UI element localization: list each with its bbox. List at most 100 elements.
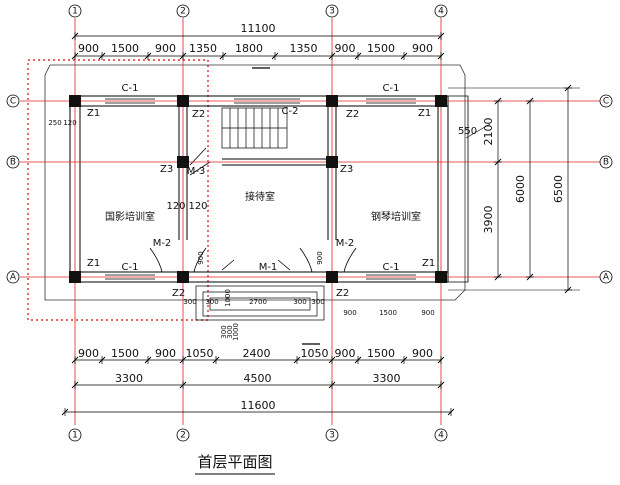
small-dim-120-a: 120: [166, 201, 185, 212]
small-dim-120-left: 120: [63, 119, 76, 127]
grid-bubble-left-C-circle: [6, 94, 20, 108]
grid-bubble-bottom-4-circle: [434, 428, 448, 442]
column-label-6: Z3: [340, 164, 353, 175]
grid-bubble-right-C-circle: [599, 94, 613, 108]
dim-bottom-row1-label-1: 900: [78, 347, 99, 360]
small-dim-door-900-left: 900: [197, 251, 205, 264]
door-label-1: M-3: [187, 166, 206, 177]
dim-right-small-leader: [465, 123, 491, 139]
dim-bottom-row1-slash-3: [179, 356, 187, 364]
dim-bottom-row1-label-2: 1500: [111, 347, 139, 360]
column-label-7: Z1: [87, 258, 100, 269]
dim-bottom-row2-label-3: 3300: [373, 372, 401, 385]
column-label-9: Z2: [336, 288, 349, 299]
dim-top-row2-slash-0: [71, 52, 79, 60]
dim-right-inner-label-1: 2100: [482, 118, 495, 146]
room-label-2: 接待室: [245, 190, 275, 203]
grid-bubble-right-A-circle: [599, 270, 613, 284]
dim-bottom-row1-slash-2: [144, 356, 152, 364]
grid-bubble-bottom-4: 4: [438, 431, 444, 441]
dim-right-mid-slash-0: [526, 97, 534, 105]
small-dim-door-900-right: 900: [316, 251, 324, 264]
dim-top-row2-label-6: 1350: [290, 42, 318, 55]
dim-bottom-row1-slash-1: [98, 356, 106, 364]
dim-bottom-overall-label-1: 11600: [241, 399, 276, 412]
column-label-4: Z1: [418, 108, 431, 119]
grid-bubble-bottom-1-circle: [68, 428, 82, 442]
dim-bottom-row1-slash-9: [437, 356, 445, 364]
grid-bubble-bottom-1: 1: [72, 431, 78, 441]
dim-right-small-label: 550: [458, 126, 477, 137]
column-5: [177, 156, 189, 168]
entry-dim-2: 300: [205, 298, 218, 306]
small-dim-250: 250: [48, 119, 61, 127]
dim-top-row2-label-2: 1500: [111, 42, 139, 55]
column-6: [326, 156, 338, 168]
column-label-8: Z2: [172, 288, 185, 299]
entry-dim-5: 300: [311, 298, 324, 306]
door-label-3: M-2: [336, 238, 355, 249]
grid-bubble-right-B-circle: [599, 155, 613, 169]
entry-dim-4: 300: [293, 298, 306, 306]
dim-bottom-row1-slash-4: [212, 356, 220, 364]
dim-top-overall-label-1: 11100: [241, 22, 276, 35]
entry-dim-3: 2700: [249, 298, 267, 306]
plinth-outline: [44, 64, 466, 301]
dim-bottom-row1-slash-7: [354, 356, 362, 364]
dim-bottom-row1-label-7: 900: [335, 347, 356, 360]
grid-bubble-bottom-3-circle: [325, 428, 339, 442]
dim-right-overall-label-1: 6500: [552, 175, 565, 203]
entrance-steps: [195, 285, 325, 321]
dim-bottom-row2-slash-1: [179, 381, 187, 389]
column-label-3: Z2: [346, 109, 359, 120]
grid-bubble-left-A: A: [10, 273, 17, 283]
dim-bottom-row1-slash-6: [328, 356, 336, 364]
column-10: [435, 271, 447, 283]
column-1: [69, 95, 81, 107]
column-label-5: Z3: [160, 164, 173, 175]
dim-top-row2-slash-6: [328, 52, 336, 60]
dim-bottom-row1-label-9: 900: [412, 347, 433, 360]
drawing-title: 首层平面图: [197, 453, 272, 471]
grid-bubble-bottom-2-circle: [176, 428, 190, 442]
door-label-2: M-2: [153, 238, 172, 249]
dim-top-overall-slash-1: [437, 32, 445, 40]
column-9: [326, 271, 338, 283]
grid-bubble-top-4-circle: [434, 4, 448, 18]
dim-bottom-row2-label-1: 3300: [115, 372, 143, 385]
dim-bottom-overall-slash-1: [447, 408, 455, 416]
dim-bottom-row1-label-6: 1050: [301, 347, 329, 360]
door-label-4: M-1: [259, 262, 278, 273]
step-dim-3: 1000: [232, 323, 240, 341]
grid-bubble-bottom-3: 3: [329, 431, 335, 441]
dim-bottom-row2-slash-2: [328, 381, 336, 389]
grid-bubble-left-B: B: [10, 158, 16, 168]
window-label-5: C-2: [282, 106, 299, 117]
walls: [69, 95, 449, 283]
grid-bubble-left-C: C: [10, 97, 16, 107]
window-label-4: C-1: [383, 262, 400, 273]
window-label-3: C-1: [122, 262, 139, 273]
entry-dim-1: 300: [183, 298, 196, 306]
dim-top-row2-label-9: 900: [412, 42, 433, 55]
step-dim-1: 300: [220, 325, 228, 338]
grid-bubble-bottom-2: 2: [180, 431, 186, 441]
section-arrows: [252, 67, 320, 345]
grid-bubble-top-1: 1: [72, 7, 78, 17]
column-4: [435, 95, 447, 107]
dim-top-row2-slash-7: [354, 52, 362, 60]
dim-right-inner-label-2: 3900: [482, 206, 495, 234]
column-label-10: Z1: [422, 258, 435, 269]
column-7: [69, 271, 81, 283]
dim-right-mid-slash-1: [526, 273, 534, 281]
grid-bubble-left-B-circle: [6, 155, 20, 169]
grid-bubble-top-3: 3: [329, 7, 335, 17]
grid-bubble-top-2-circle: [176, 4, 190, 18]
staircase: [221, 107, 288, 149]
dim-right-inner-slash-1: [494, 158, 502, 166]
grid-bubble-right-B: B: [603, 158, 609, 168]
dim-top-row2-slash-3: [179, 52, 187, 60]
grid-bubble-right-C: C: [603, 97, 609, 107]
entry-dim-6: 1000: [224, 289, 232, 307]
column-2: [177, 95, 189, 107]
